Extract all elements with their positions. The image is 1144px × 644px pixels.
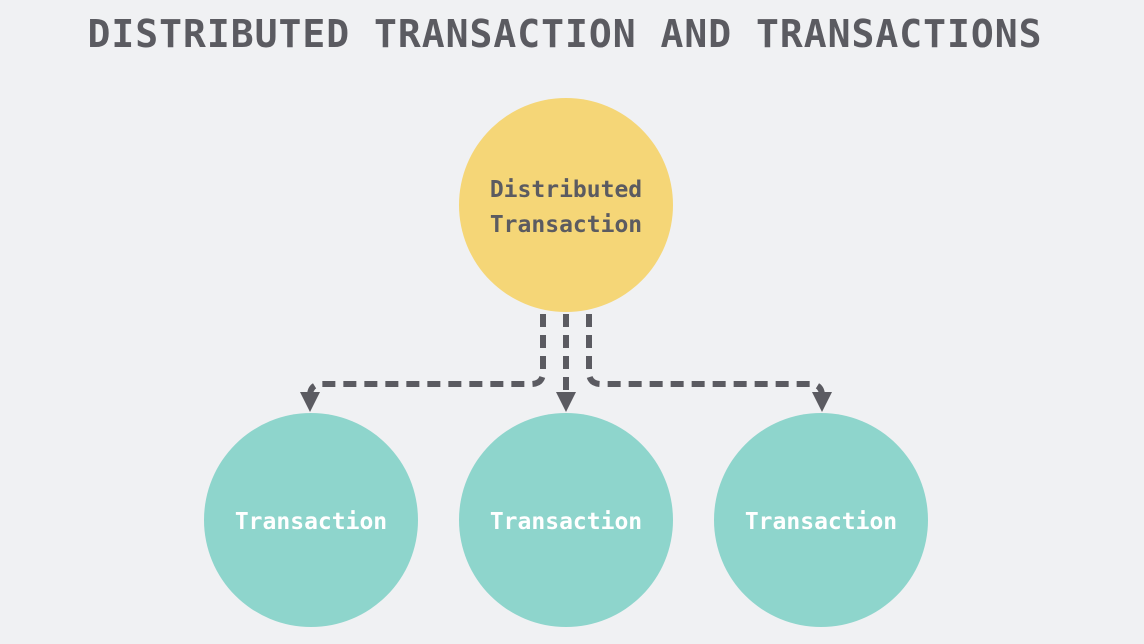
arrowhead-right	[812, 392, 832, 412]
root-node-label-line-2: Transaction	[490, 212, 642, 238]
connector-right	[586, 314, 825, 404]
child-node-3: Transaction	[714, 413, 928, 627]
child-node-1-label: Transaction	[235, 509, 387, 535]
child-node-1: Transaction	[204, 413, 418, 627]
root-node: Distributed Transaction	[459, 98, 673, 312]
child-node-2-label: Transaction	[490, 509, 642, 535]
connector-left	[307, 314, 546, 404]
child-node-2-circle	[459, 413, 673, 627]
child-node-1-circle	[204, 413, 418, 627]
root-node-label-line-1: Distributed	[490, 177, 642, 203]
child-node-3-circle	[714, 413, 928, 627]
arrowhead-middle	[556, 392, 576, 412]
root-node-circle	[459, 98, 673, 312]
child-node-3-label: Transaction	[745, 509, 897, 535]
arrowhead-left	[300, 392, 320, 412]
child-node-2: Transaction	[459, 413, 673, 627]
diagram-title: DISTRIBUTED TRANSACTION AND TRANSACTIONS	[87, 12, 1043, 56]
